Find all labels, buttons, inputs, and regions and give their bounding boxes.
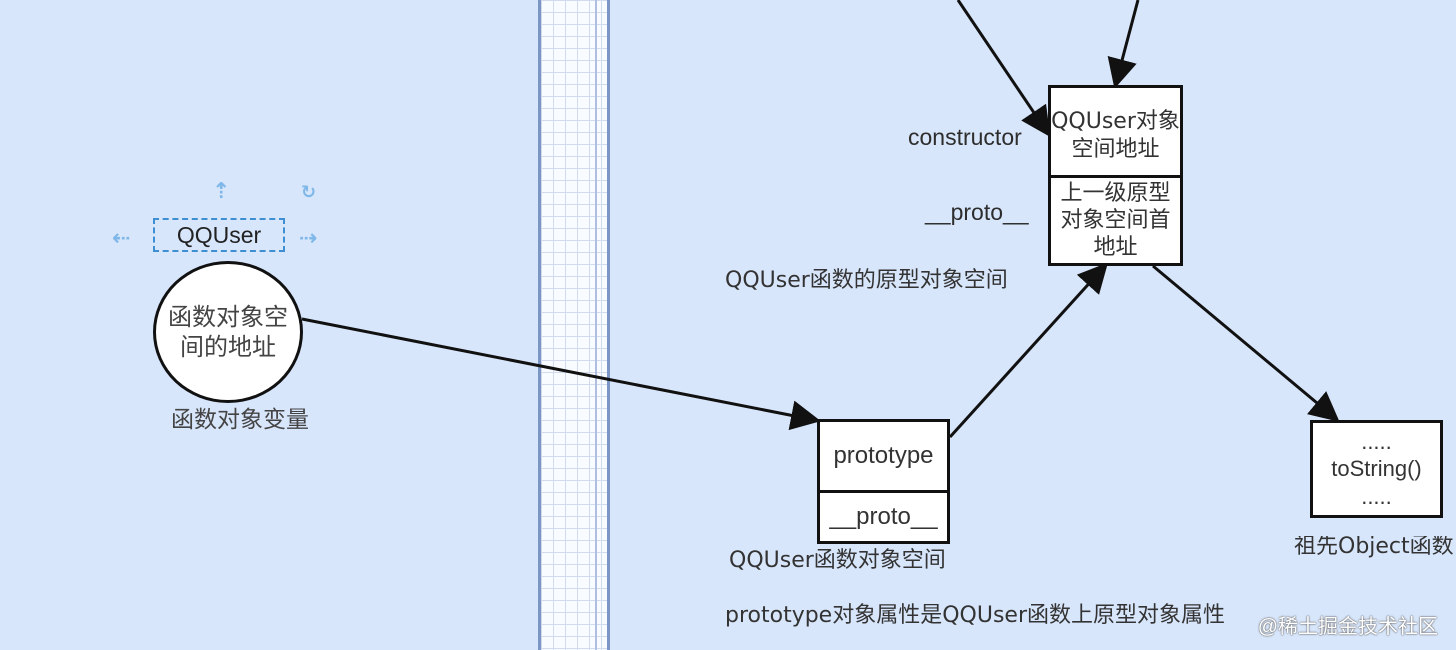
watermark: @稀土掘金技术社区: [1257, 616, 1438, 638]
object-prototype-box[interactable]: ..... toString() .....: [1310, 420, 1443, 518]
top-box-caption: QQUser函数的原型对象空间: [725, 268, 1008, 293]
top-box-separator: [1051, 175, 1180, 178]
circle-text: 函数对象空间的地址: [168, 303, 288, 361]
rotate-handle-up-icon[interactable]: ⇡: [212, 178, 231, 203]
prototype-cell: prototype: [833, 442, 934, 470]
top-box-cell-2: 上一级原型对象空间首地址: [1060, 181, 1171, 260]
right-box-line-3: .....: [1361, 483, 1392, 509]
right-box-content: ..... toString() .....: [1313, 423, 1440, 515]
move-handle-right-icon[interactable]: ⇢: [299, 225, 318, 250]
right-box-line-1: .....: [1361, 428, 1392, 454]
prototype-note: prototype对象属性是QQUser函数上原型对象属性: [725, 603, 1225, 628]
page-divider: [538, 0, 610, 650]
middle-box-separator: [820, 490, 947, 494]
constructor-label: constructor: [908, 124, 1022, 150]
right-box-line-2: toString(): [1331, 456, 1422, 482]
proto-cell: __proto__: [829, 503, 938, 531]
proto-label-top: __proto__: [925, 199, 1029, 225]
rotate-icon[interactable]: ↻: [301, 182, 317, 202]
move-handle-left-icon[interactable]: ⇠: [112, 225, 131, 250]
function-object-box[interactable]: prototype __proto__: [817, 419, 950, 544]
function-object-circle[interactable]: 函数对象空间的地址: [153, 261, 303, 403]
variable-name-text: QQUser: [176, 221, 262, 248]
variable-name-label[interactable]: QQUser: [153, 218, 285, 252]
prototype-object-box[interactable]: QQUser对象空间地址 上一级原型对象空间首地址: [1048, 85, 1183, 266]
middle-box-caption: QQUser函数对象空间: [729, 548, 946, 573]
circle-caption: 函数对象变量: [171, 407, 309, 433]
right-box-caption: 祖先Object函数: [1294, 536, 1454, 558]
top-box-cell-1: QQUser对象空间地址: [1051, 109, 1180, 162]
